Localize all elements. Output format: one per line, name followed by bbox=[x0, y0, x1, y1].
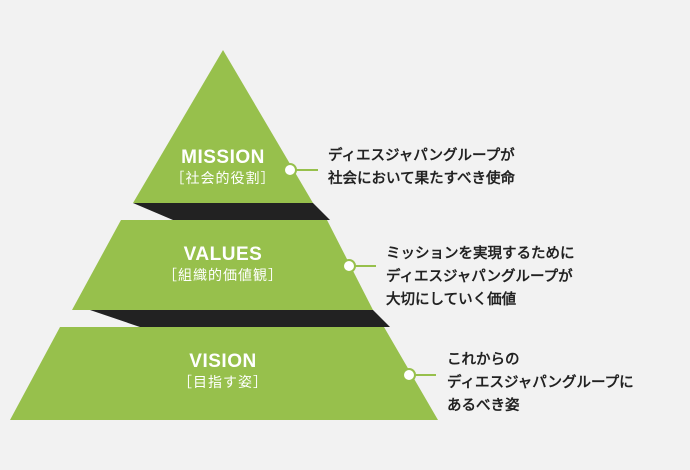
tier-vision-subtitle: ［目指す姿］ bbox=[178, 375, 268, 391]
connector-marker-values bbox=[342, 259, 356, 273]
tier-vision-description: これからの ディエスジャパングループに あるべき姿 bbox=[447, 349, 634, 418]
description-line: あるべき姿 bbox=[447, 398, 520, 414]
tier-vision-shape bbox=[10, 327, 438, 420]
tier-mission-description: ディエスジャパングループが 社会において果たすべき使命 bbox=[328, 145, 515, 191]
description-line: これからの bbox=[447, 352, 520, 368]
tier-values-title: VALUES bbox=[183, 244, 263, 265]
description-line: ディエスジャパングループに bbox=[447, 375, 634, 391]
tier-values-shape bbox=[72, 220, 373, 310]
tier-vision-label: VISION ［目指す姿］ bbox=[148, 351, 298, 393]
connector-marker-vision bbox=[402, 368, 416, 382]
description-line: ミッションを実現するために bbox=[386, 246, 575, 262]
tier-values-subtitle: ［組織的価値観］ bbox=[163, 268, 283, 284]
description-line: 社会において果たすべき使命 bbox=[328, 171, 516, 187]
separator-band-top bbox=[133, 203, 330, 220]
separator-band-bottom bbox=[90, 310, 390, 327]
tier-mission-shape bbox=[133, 50, 313, 203]
tier-mission-subtitle: ［社会的役割］ bbox=[170, 171, 276, 187]
description-line: ディエスジャパングループが bbox=[328, 148, 515, 164]
tier-vision-title: VISION bbox=[189, 351, 257, 372]
description-line: 大切にしていく価値 bbox=[386, 292, 517, 308]
tier-mission-title: MISSION bbox=[181, 147, 265, 168]
tier-values-description: ミッションを実現するために ディエスジャパングループが 大切にしていく価値 bbox=[386, 243, 575, 312]
connector-marker-mission bbox=[283, 163, 297, 177]
tier-mission-label: MISSION ［社会的役割］ bbox=[148, 147, 298, 189]
tier-values-label: VALUES ［組織的価値観］ bbox=[133, 244, 313, 286]
description-line: ディエスジャパングループが bbox=[386, 269, 573, 285]
